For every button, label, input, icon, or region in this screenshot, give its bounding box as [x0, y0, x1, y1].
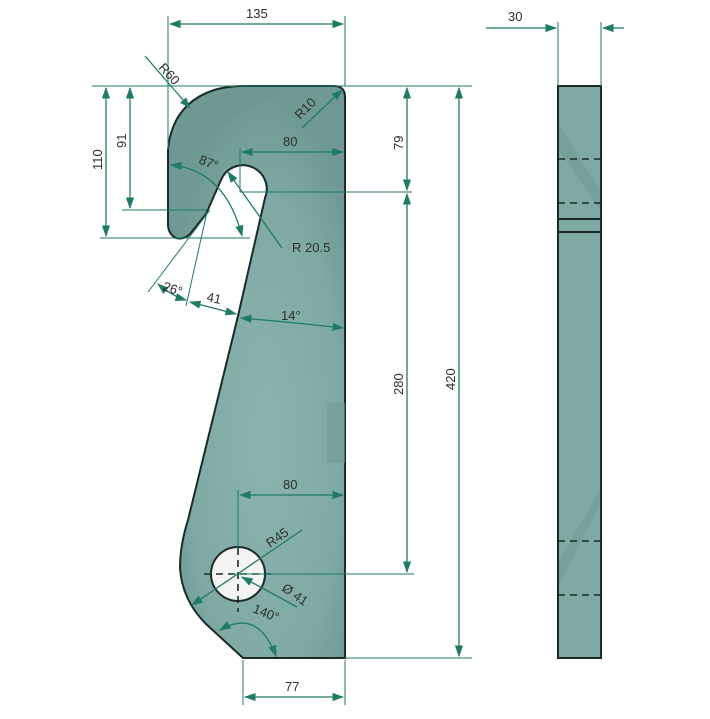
dim-slot-width: 41	[205, 289, 222, 307]
dim-slot-radius: R 20.5	[292, 240, 330, 255]
dim-hook-to-slot: 79	[391, 136, 406, 150]
dim-hook-angle: 87°	[197, 152, 221, 173]
side-view	[557, 85, 602, 659]
dim-hook-height-total: 110	[90, 149, 105, 170]
dim-hole-offset: 80	[283, 477, 297, 492]
shading	[559, 125, 600, 210]
dim-hook-height-left: 91	[114, 134, 129, 148]
dim-slot-to-hole: 280	[391, 373, 406, 395]
dim-slot-angle: 26°	[161, 279, 184, 299]
dim-taper-angle: 14°	[281, 308, 301, 323]
shading	[559, 490, 600, 585]
dim-r60: R60	[156, 60, 183, 88]
dim-overall-width: 135	[246, 6, 268, 21]
dim-slot-offset: 80	[283, 134, 297, 149]
front-view	[167, 85, 346, 659]
shading	[327, 403, 345, 463]
dimensions: 135 R60 R10 80 91 110 87° R 20.5	[90, 6, 624, 705]
dim-bottom-width: 77	[285, 679, 299, 694]
dim-overall-height: 420	[443, 368, 458, 390]
shading	[170, 88, 300, 170]
dim-thickness: 30	[508, 9, 522, 24]
